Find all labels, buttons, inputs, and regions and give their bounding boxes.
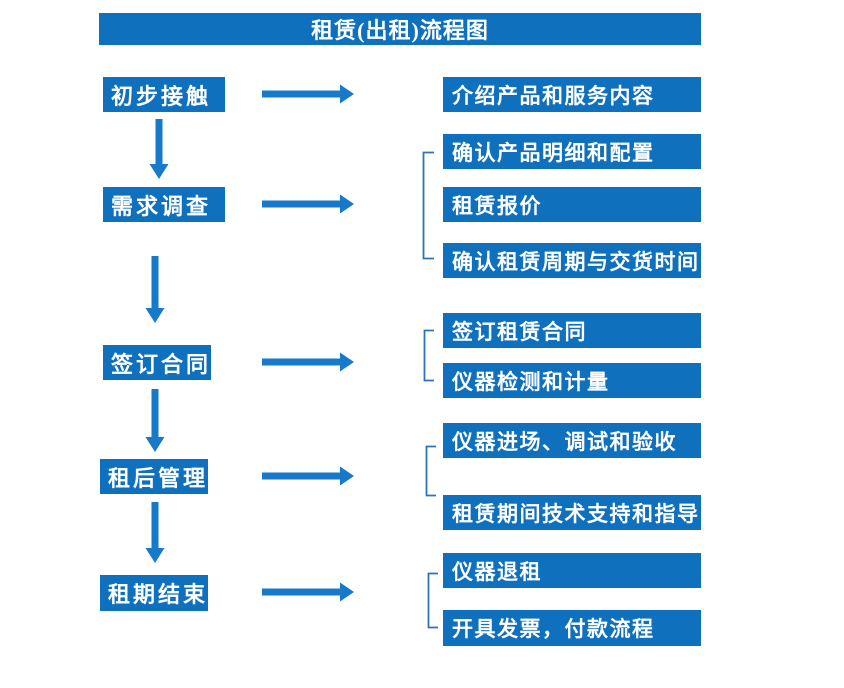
right-arrow-1 — [262, 84, 354, 104]
right-arrow-5 — [262, 582, 354, 602]
stage-box-sign-contract: 签订合同 — [103, 345, 211, 380]
step-box-technical-support: 租赁期间技术支持和指导 — [443, 495, 701, 530]
step-box-sign-rental-contract: 签订租赁合同 — [443, 313, 701, 348]
flowchart-title: 租赁(出租)流程图 — [99, 13, 701, 45]
step-box-invoice-payment: 开具发票，付款流程 — [443, 610, 701, 646]
right-arrow-2 — [262, 194, 354, 214]
step-box-confirm-product-details: 确认产品明细和配置 — [443, 134, 701, 169]
bracket-group-5 — [427, 572, 438, 629]
stage-box-rental-end: 租期结束 — [100, 575, 208, 611]
step-box-introduce-products: 介绍产品和服务内容 — [443, 77, 701, 112]
step-box-instrument-return: 仪器退租 — [443, 553, 701, 588]
bracket-group-2 — [422, 151, 434, 260]
bracket-group-4 — [425, 445, 436, 497]
down-arrow-1 — [149, 119, 169, 179]
step-box-instrument-setup-acceptance: 仪器进场、调试和验收 — [443, 423, 701, 458]
step-box-instrument-testing: 仪器检测和计量 — [443, 363, 701, 398]
right-arrow-3 — [262, 352, 354, 372]
bracket-group-3 — [423, 329, 434, 382]
stage-box-needs-survey: 需求调查 — [103, 187, 225, 222]
down-arrow-3 — [145, 389, 165, 452]
down-arrow-2 — [145, 256, 165, 323]
stage-box-initial-contact: 初步接触 — [103, 77, 225, 112]
down-arrow-4 — [145, 502, 165, 563]
stage-box-post-rental-management: 租后管理 — [100, 459, 208, 494]
right-arrow-4 — [262, 466, 354, 486]
step-box-confirm-period-delivery: 确认租赁周期与交货时间 — [443, 243, 701, 278]
step-box-rental-quote: 租赁报价 — [443, 187, 701, 222]
